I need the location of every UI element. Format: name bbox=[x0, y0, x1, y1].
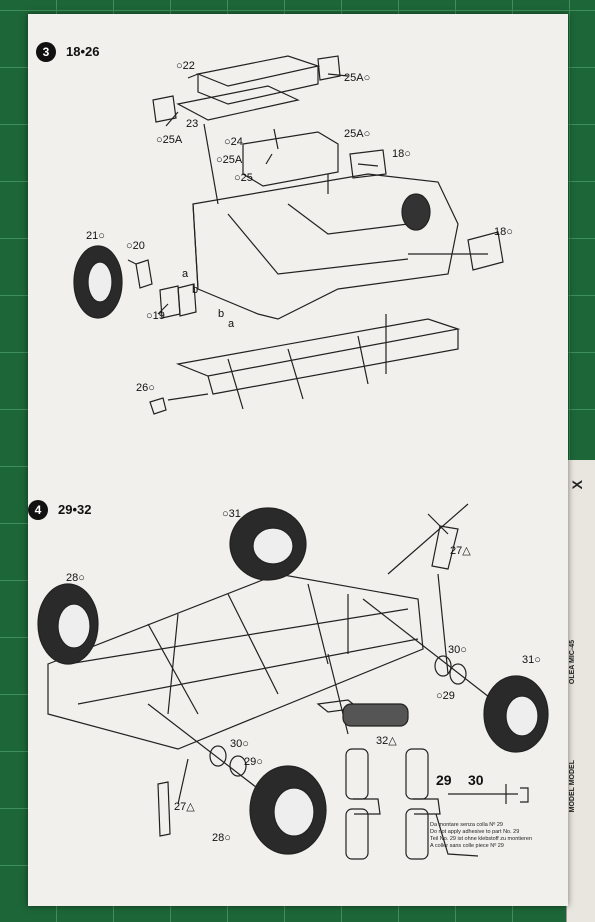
part-label-25a: ○25A bbox=[156, 134, 183, 146]
instruction-sheet: 3 18•26 ○22 25A○ ○25A 23 ○24 ○25A ○25 25… bbox=[28, 14, 568, 906]
attach-point-b: b bbox=[218, 308, 225, 320]
part-label-21: 21○ bbox=[86, 230, 105, 242]
part-label-31: 31○ bbox=[522, 654, 541, 666]
part-label-20: ○20 bbox=[126, 240, 145, 252]
ruler-brand: OLEA MIC-45 bbox=[569, 640, 576, 685]
note-line-en: Do not apply adhesive to part No. 29 bbox=[430, 829, 520, 835]
attach-point-a: a bbox=[182, 268, 189, 280]
note-line-fr: A coller sans colle piece Nº 29 bbox=[430, 843, 504, 849]
assembly-drawing bbox=[37, 55, 549, 860]
detail-label-29: 29 bbox=[436, 772, 452, 788]
ruler-model: MODEL MODEL bbox=[569, 760, 576, 813]
part-label-28: 28○ bbox=[66, 572, 85, 584]
part-label-24: ○24 bbox=[224, 136, 243, 148]
part-label-25a: ○25A bbox=[216, 154, 243, 166]
part-label-25a: 25A○ bbox=[344, 72, 371, 84]
step-3-part-range: 18•26 bbox=[66, 44, 100, 59]
ruler-mark: X bbox=[569, 480, 585, 490]
part-label-27: 27△ bbox=[450, 545, 471, 557]
step-4-part-range: 29•32 bbox=[58, 502, 92, 517]
part-label-26: 26○ bbox=[136, 382, 155, 394]
part-label-19: ○19 bbox=[146, 310, 165, 322]
step-number-3: 3 bbox=[36, 42, 56, 62]
detail-label-30: 30 bbox=[468, 772, 484, 788]
part-label-29: 29○ bbox=[244, 756, 263, 768]
part-label-30: 30○ bbox=[230, 738, 249, 750]
part-label-31: ○31 bbox=[222, 508, 241, 520]
part-label-32: 32△ bbox=[376, 735, 397, 747]
part-label-23: 23 bbox=[186, 118, 199, 130]
note-line-it: Da montare senza colla Nº 29 bbox=[430, 822, 503, 828]
part-label-22: ○22 bbox=[176, 60, 195, 72]
part-label-30: 30○ bbox=[448, 644, 467, 656]
part-label-25a: 25A○ bbox=[344, 128, 371, 140]
attach-point-b: b bbox=[192, 284, 199, 296]
part-label-18: 18○ bbox=[392, 148, 411, 160]
part-label-27: 27△ bbox=[174, 801, 195, 813]
assembly-note: Da montare senza colla Nº 29 Do not appl… bbox=[430, 822, 532, 850]
ruler: X OLEA MIC-45 MODEL MODEL bbox=[566, 460, 595, 922]
part-label-29: ○29 bbox=[436, 690, 455, 702]
attach-point-a: a bbox=[228, 318, 235, 330]
part-label-28: 28○ bbox=[212, 832, 231, 844]
part-label-25: ○25 bbox=[234, 172, 253, 184]
note-line-de: Teil No. 29 ist ohne klebstoff zu montie… bbox=[430, 836, 533, 842]
step-number-4: 4 bbox=[28, 500, 48, 520]
part-label-18: 18○ bbox=[494, 226, 513, 238]
